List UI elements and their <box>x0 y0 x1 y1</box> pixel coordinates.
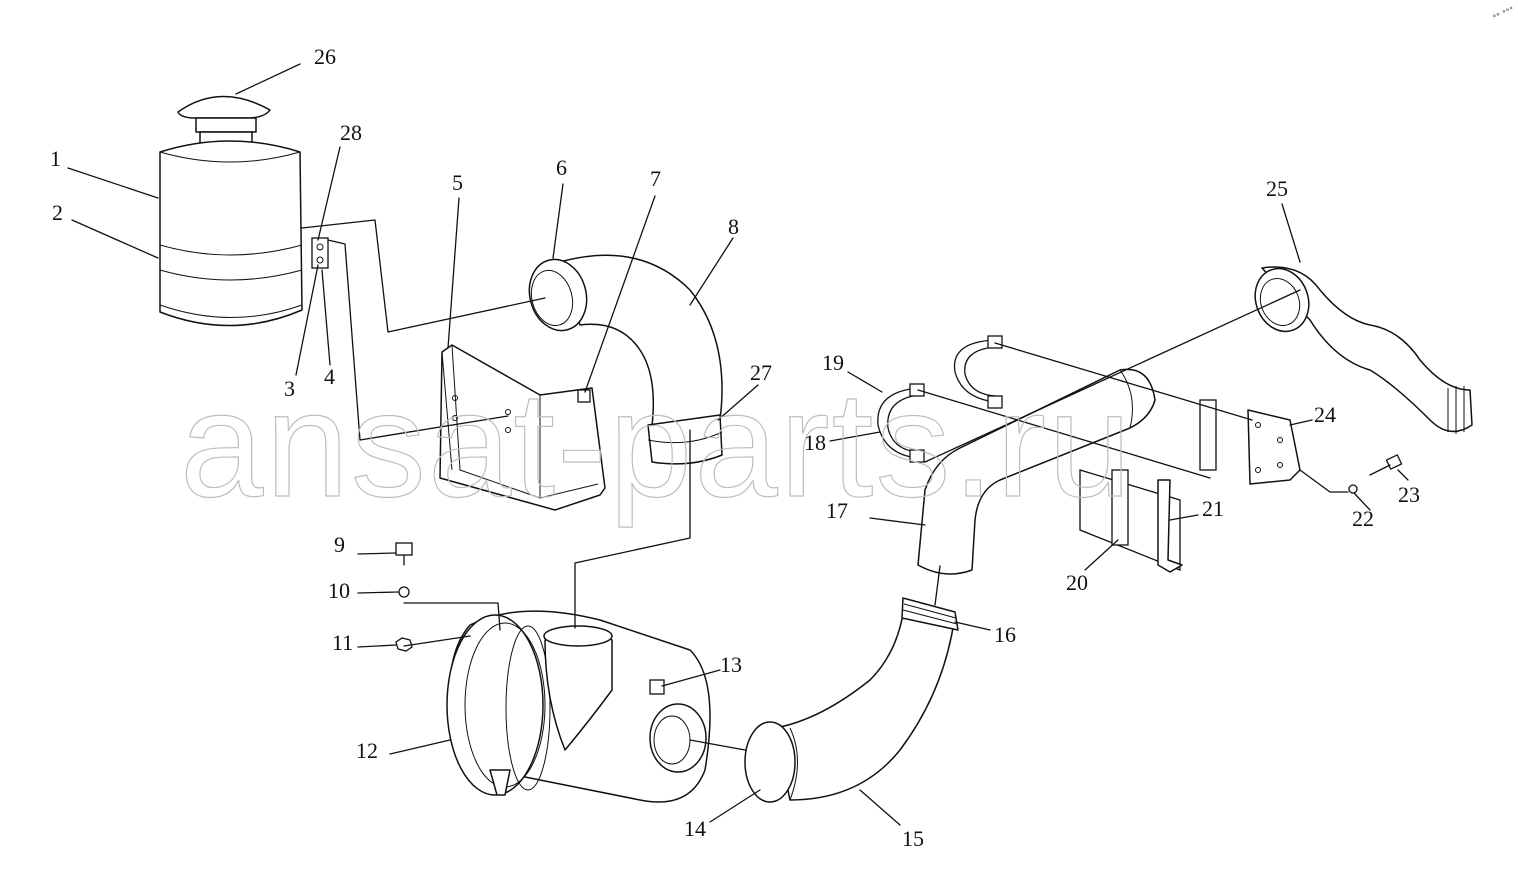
callout-20: 20 <box>1066 570 1088 595</box>
callout-26: 26 <box>314 44 336 69</box>
callout-18: 18 <box>804 430 826 455</box>
callout-9: 9 <box>334 532 345 557</box>
callout-6: 6 <box>556 155 567 180</box>
callout-11: 11 <box>332 630 353 655</box>
corner-mark: °° °°° <box>1491 5 1515 23</box>
callout-5: 5 <box>452 170 463 195</box>
callout-13: 13 <box>720 652 742 677</box>
callout-25: 25 <box>1266 176 1288 201</box>
callout-15: 15 <box>902 826 924 851</box>
callout-10: 10 <box>328 578 350 603</box>
callout-21: 21 <box>1202 496 1224 521</box>
callout-22: 22 <box>1352 506 1374 531</box>
bracket-plate-part <box>1247 409 1301 485</box>
intake-pipe-part <box>917 368 1181 575</box>
intake-hose-part <box>744 597 959 803</box>
precleaner-housing-part <box>159 140 329 327</box>
elbow-hose-part <box>528 254 723 465</box>
pipe-clamp-part <box>877 335 1217 573</box>
callout-7: 7 <box>650 166 661 191</box>
callout-23: 23 <box>1398 482 1420 507</box>
callout-4: 4 <box>324 364 335 389</box>
mounting-bracket-part <box>439 344 606 511</box>
callout-1: 1 <box>50 146 61 171</box>
callout-17: 17 <box>826 498 848 523</box>
leader-lines <box>67 63 1409 826</box>
callout-2: 2 <box>52 200 63 225</box>
fasteners-part <box>395 454 1403 652</box>
callout-14: 14 <box>684 816 706 841</box>
callout-8: 8 <box>728 214 739 239</box>
callout-27: 27 <box>750 360 772 385</box>
callout-16: 16 <box>994 622 1016 647</box>
callout-19: 19 <box>822 350 844 375</box>
callout-28: 28 <box>340 120 362 145</box>
callout-3: 3 <box>284 376 295 401</box>
watermark-text: ansat-parts.ru <box>180 360 1133 528</box>
rain-cap-part <box>177 95 271 151</box>
callout-24: 24 <box>1314 402 1336 427</box>
upper-hose-part <box>1254 266 1473 434</box>
air-cleaner-part <box>446 610 711 803</box>
connection-lines <box>301 219 1349 751</box>
callout-labels: 1 2 3 4 5 6 7 8 9 10 11 12 13 14 15 16 1… <box>50 44 1420 851</box>
callout-12: 12 <box>356 738 378 763</box>
